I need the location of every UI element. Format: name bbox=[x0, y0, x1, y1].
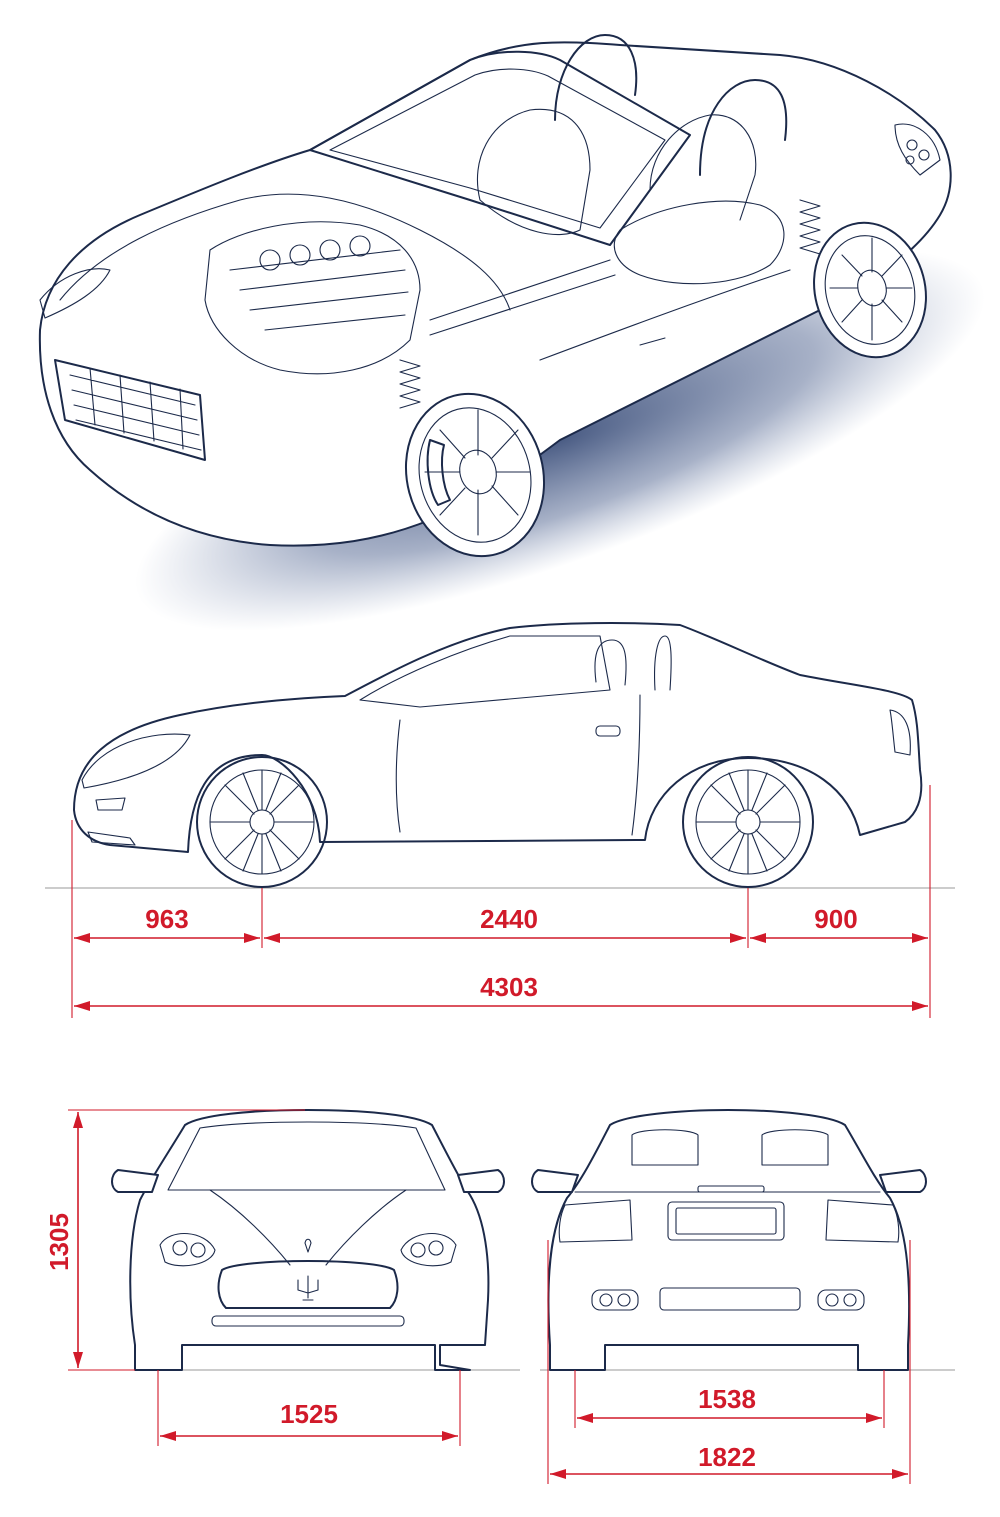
dim-overall-width: 1822 bbox=[550, 1442, 908, 1479]
rear-overhang-label: 900 bbox=[814, 904, 857, 934]
rear-diffuser bbox=[659, 1287, 801, 1311]
rear-mirror-right bbox=[879, 1169, 927, 1193]
windshield-inner bbox=[329, 68, 666, 229]
roll-hoop-right bbox=[699, 79, 788, 176]
intake-manifold bbox=[229, 249, 409, 331]
dim-overall-length: 4303 bbox=[74, 972, 928, 1011]
side-roll-bar bbox=[654, 635, 672, 691]
height-label: 1305 bbox=[44, 1213, 74, 1271]
front-headlight-left bbox=[159, 1232, 216, 1267]
side-rear-wheel bbox=[682, 756, 814, 888]
dim-height: 1305 bbox=[44, 1112, 83, 1368]
front-mirror-right bbox=[457, 1169, 505, 1193]
side-headrest bbox=[594, 639, 627, 686]
rear-transaxle bbox=[613, 200, 785, 285]
front-elevation-view: 1305 1525 bbox=[44, 1109, 520, 1446]
rear-exhaust-right bbox=[817, 1289, 865, 1311]
front-trident-badge bbox=[297, 1275, 319, 1301]
side-door-handle bbox=[595, 725, 621, 737]
roll-hoop-left bbox=[554, 34, 638, 121]
front-overhang-label: 963 bbox=[145, 904, 188, 934]
driveshaft bbox=[429, 259, 616, 336]
dim-front-track: 1525 bbox=[160, 1399, 458, 1441]
engine-cylinders bbox=[259, 235, 371, 271]
seat-left bbox=[476, 108, 591, 236]
rear-roll-hoops bbox=[631, 1129, 829, 1166]
seat-right bbox=[649, 114, 757, 221]
front-windshield bbox=[167, 1121, 446, 1191]
side-door-line bbox=[395, 694, 641, 836]
front-grille bbox=[54, 359, 206, 461]
dim-rear-overhang: 900 bbox=[750, 904, 928, 943]
rear-taillight-right bbox=[825, 1199, 900, 1243]
front-mirror-left bbox=[111, 1169, 159, 1193]
door-handle-cutaway bbox=[639, 337, 666, 346]
front-grille-opening bbox=[217, 1260, 399, 1309]
side-front-wheel bbox=[196, 756, 328, 888]
overall-length-label: 4303 bbox=[480, 972, 538, 1002]
side-front-splitter bbox=[87, 831, 136, 846]
rear-lights-cutaway bbox=[894, 123, 941, 176]
rear-exhaust-left bbox=[591, 1289, 639, 1311]
windshield-frame bbox=[309, 50, 691, 246]
headlight-left bbox=[39, 268, 111, 319]
side-elevation-view: 963 2440 900 4303 bbox=[45, 622, 955, 1018]
engine-block bbox=[204, 221, 421, 375]
rear-elevation-view: 1538 1822 bbox=[531, 1109, 955, 1484]
side-window bbox=[359, 635, 611, 708]
rear-third-brake-light bbox=[697, 1185, 765, 1193]
front-brake-caliper bbox=[426, 439, 451, 506]
front-wheel-cutaway bbox=[404, 392, 546, 558]
front-track-label: 1525 bbox=[280, 1399, 338, 1429]
door-sill bbox=[539, 269, 791, 361]
side-front-vent bbox=[95, 797, 126, 811]
front-suspension-spring bbox=[399, 359, 421, 409]
side-body-outline bbox=[73, 622, 923, 853]
front-hood-creases bbox=[209, 1189, 407, 1266]
side-rear-light bbox=[889, 709, 911, 756]
dim-front-overhang: 963 bbox=[74, 904, 260, 943]
rear-wheel-cutaway bbox=[813, 221, 927, 359]
rear-track-label: 1538 bbox=[698, 1384, 756, 1414]
front-lower-intake bbox=[211, 1315, 405, 1327]
cutaway-perspective-view bbox=[38, 34, 985, 631]
overall-width-label: 1822 bbox=[698, 1442, 756, 1472]
grille-mesh bbox=[69, 367, 202, 451]
dim-wheelbase: 2440 bbox=[264, 904, 746, 943]
hood-line bbox=[59, 193, 511, 311]
dim-rear-track: 1538 bbox=[577, 1384, 882, 1423]
wheelbase-label: 2440 bbox=[480, 904, 538, 934]
rear-suspension-spring bbox=[799, 199, 821, 255]
front-hood-badge bbox=[304, 1238, 312, 1253]
side-headlight bbox=[81, 733, 191, 789]
rear-taillight-left bbox=[558, 1199, 633, 1243]
rear-mirror-left bbox=[531, 1169, 579, 1193]
rear-licence-plate-recess bbox=[667, 1201, 785, 1241]
front-headlight-right bbox=[400, 1232, 457, 1267]
rear-licence-plate bbox=[675, 1207, 777, 1235]
